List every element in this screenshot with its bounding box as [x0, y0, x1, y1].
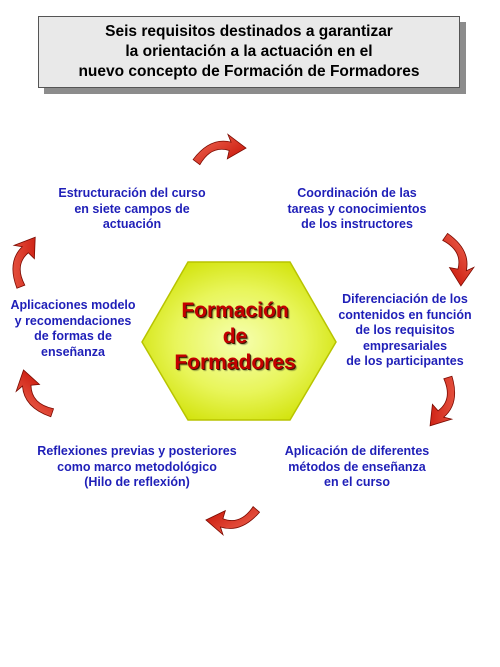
label-line: como marco metodológico [57, 459, 217, 474]
label-line: actuación [102, 217, 162, 231]
center-title: Formación de Formadores [150, 298, 320, 376]
label-line: de los participantes [346, 354, 464, 368]
title-line: la orientación a la actuación en el [125, 43, 373, 60]
center-title-line: Formadores [174, 351, 296, 374]
requirement-teaching-methods: Aplicación de diferentes métodos de ense… [268, 444, 446, 491]
label-line: Coordinación de las [297, 186, 417, 200]
label-line: contenidos en función [338, 307, 472, 322]
curved-arrow-icon [0, 230, 45, 292]
label-line: en el curso [324, 475, 390, 489]
requirement-content-differentiation: Diferenciación de los contenidos en func… [330, 292, 480, 370]
label-line: Diferenciación de los [342, 292, 468, 306]
requirement-reflection-framework: Reflexiones previas y posteriores como m… [22, 444, 252, 491]
requirement-instructor-coordination: Coordinación de las tareas y conocimient… [268, 186, 446, 233]
center-hexagon [141, 261, 337, 421]
label-line: Estructuración del curso [58, 186, 206, 200]
label-line: (Hilo de reflexión) [84, 475, 190, 489]
label-line: Aplicación de diferentes [284, 444, 430, 458]
curved-arrow-icon [420, 373, 470, 434]
label-line: métodos de enseñanza [288, 459, 426, 474]
label-line: de los requisitos [355, 323, 455, 337]
curved-arrow-icon [441, 229, 478, 289]
curved-arrow-icon [189, 131, 248, 166]
label-line: empresariales [362, 338, 448, 353]
title-line: nuevo concepto de Formación de Formadore… [78, 63, 420, 80]
label-line: y recomendaciones [14, 313, 132, 328]
label-line: Aplicaciones modelo [10, 298, 136, 312]
center-title-line: de [222, 325, 248, 348]
label-line: enseñanza [41, 344, 105, 359]
label-line: en siete campos de [74, 201, 190, 216]
label-line: Reflexiones previas y posteriores [37, 444, 237, 458]
label-line: tareas y conocimientos [287, 201, 427, 216]
requirement-model-applications: Aplicaciones modelo y recomendaciones de… [0, 298, 146, 360]
curved-arrow-icon [204, 505, 262, 537]
label-line: de los instructores [301, 217, 413, 231]
title-line: Seis requisitos destinados a garantizar [105, 23, 393, 40]
title-box: Seis requisitos destinados a garantizar … [38, 16, 460, 88]
curved-arrow-icon [8, 365, 57, 426]
requirement-course-structure: Estructuración del curso en siete campos… [42, 186, 222, 233]
center-title-line: Formación [181, 299, 289, 322]
label-line: de formas de [34, 329, 112, 343]
